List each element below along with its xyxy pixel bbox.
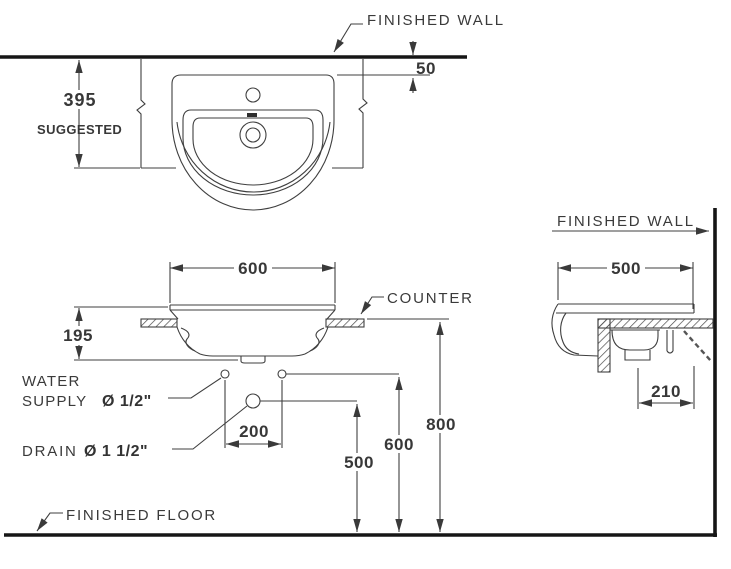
- bowl-drain-box: [624, 350, 651, 361]
- water-label-line2: SUPPLY: [22, 393, 87, 410]
- floor-leader: [36, 512, 63, 532]
- basin-rim-inner-line: [176, 121, 331, 193]
- finished-wall-top-label: FINISHED WALL: [367, 12, 505, 29]
- drain-label: DRAIN: [22, 443, 78, 460]
- finished-wall-side-label: FINISHED WALL: [557, 213, 695, 230]
- overflow-mark: [247, 113, 257, 117]
- bowl-outer-line: [182, 109, 324, 196]
- rim-side: [556, 303, 695, 314]
- counter-apron-hatch: [597, 318, 611, 373]
- basin-left-wall: [176, 326, 201, 355]
- basin-front-profile: [551, 303, 599, 357]
- overflow-channel: [666, 330, 674, 354]
- dim-800-height-text: 800: [426, 415, 456, 434]
- drain-leader: [172, 405, 248, 450]
- bowl-interior-side: [610, 329, 660, 351]
- dim-500s-text-bg: [607, 260, 645, 277]
- plan-view: [0, 23, 467, 211]
- basin-right-wall: [304, 326, 329, 355]
- bowl-inner-line: [192, 117, 314, 186]
- counter-hatch-left: [140, 318, 178, 328]
- finished-floor-label: FINISHED FLOOR: [66, 507, 217, 524]
- mounting-clip-left: [180, 327, 196, 352]
- counter-leader: [360, 296, 384, 315]
- drain-stub: [240, 356, 266, 364]
- counter-hatch-right: [325, 318, 365, 328]
- counter-label: COUNTER: [387, 290, 474, 307]
- dim-195-text-bg: [60, 326, 96, 345]
- basin-outer-outline: [171, 74, 335, 211]
- dim-600-text: 600: [238, 259, 268, 278]
- water-supply-point-left: [220, 369, 230, 379]
- water-supply-point-right: [277, 369, 287, 379]
- water-supply-leader: [168, 377, 222, 399]
- dim-600-text-bg: [234, 260, 272, 277]
- drain-hose: [683, 330, 712, 362]
- dim-500-text-bg: [341, 453, 377, 471]
- water-size-text: Ø 1/2": [102, 393, 152, 410]
- dim-200-text: 200: [239, 422, 269, 441]
- dim-500-height-text: 500: [344, 453, 374, 472]
- side-elevation: [551, 208, 717, 537]
- dim-395-text: 395: [63, 90, 96, 110]
- drain-point: [245, 393, 261, 409]
- faucet-hole: [245, 87, 261, 103]
- dim-600h-text-bg: [381, 435, 417, 453]
- basin-bottom: [199, 353, 306, 357]
- counter-slab-hatch: [597, 318, 714, 329]
- mounting-clip-right: [309, 327, 325, 352]
- cutout-right-edge: [358, 59, 368, 168]
- drain-size-text: Ø 1 1/2": [84, 443, 148, 460]
- drain-hole-outer: [239, 121, 267, 149]
- basin-front-inner: [560, 312, 580, 355]
- drawing-text: FINISHED WALL 50 395 SUGGESTED 600 195 C…: [22, 12, 695, 524]
- dim-395-text-bg: [62, 90, 98, 109]
- sink-rim-front: [169, 304, 336, 320]
- suggested-label: SUGGESTED: [37, 122, 122, 137]
- water-label-line1: WATER: [22, 373, 81, 390]
- wall-leader-line: [333, 23, 363, 53]
- front-elevation: [4, 260, 717, 537]
- dim-800-text-bg: [423, 415, 459, 433]
- cutout-left-edge: [136, 59, 146, 168]
- dim-210-text: 210: [651, 382, 681, 401]
- drain-hole-inner: [245, 127, 261, 143]
- dim-50-text: 50: [416, 59, 436, 78]
- dim-195-text: 195: [63, 326, 93, 345]
- dim-500-side-text: 500: [611, 259, 641, 278]
- dim-600-height-text: 600: [384, 435, 414, 454]
